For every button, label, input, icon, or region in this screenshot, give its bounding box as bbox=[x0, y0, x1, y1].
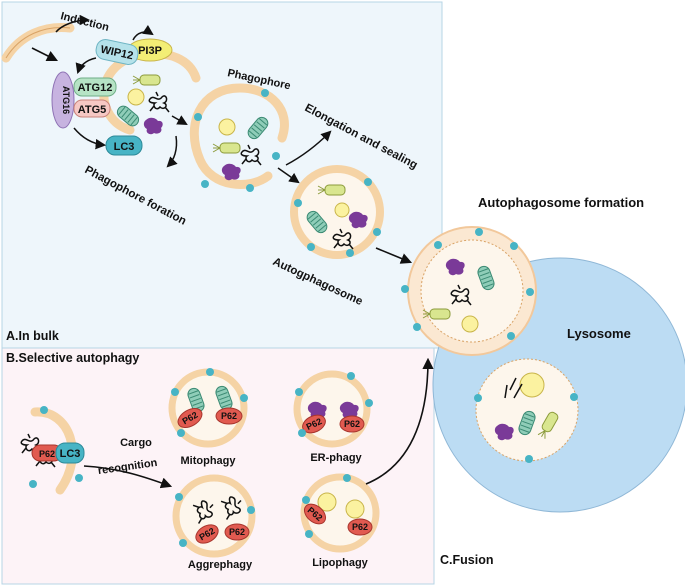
er-phagy-p62-label-2: P62 bbox=[344, 419, 360, 429]
aggrephagy-label: Aggrephagy bbox=[188, 559, 253, 571]
lysosome-label: Lysosome bbox=[567, 326, 631, 341]
lipophagy-p62-label-2: P62 bbox=[352, 522, 368, 532]
selective-lc3-badge bbox=[55, 442, 85, 464]
lc3-label: LC3 bbox=[114, 141, 135, 153]
atg12-label: ATG12 bbox=[78, 82, 113, 94]
selective-lc3-label: LC3 bbox=[60, 448, 81, 460]
wip12-badge bbox=[95, 39, 139, 65]
atg16-badge bbox=[51, 71, 75, 129]
lipophagy-label: Lipophagy bbox=[312, 557, 368, 569]
atg5-label: ATG5 bbox=[78, 104, 107, 116]
panel-fusion-label: C.Fusion bbox=[440, 553, 493, 567]
mitophagy-p62-label-2: P62 bbox=[221, 411, 237, 421]
atg16-label: ATG16 bbox=[61, 86, 71, 114]
autophagosome-formation-label: Autophagosome formation bbox=[478, 195, 644, 210]
cargo-recognition-label-1: Cargo bbox=[120, 437, 152, 449]
pi3p-label: PI3P bbox=[138, 45, 162, 57]
atg12-badge bbox=[73, 77, 117, 97]
p62-label: P62 bbox=[39, 449, 55, 459]
panel-selective-label: B.Selective autophagy bbox=[6, 351, 139, 365]
aggrephagy-p62-label-2: P62 bbox=[229, 527, 245, 537]
phagophore bbox=[189, 83, 289, 189]
atg5-badge bbox=[73, 99, 111, 118]
aggrephagy-vesicle bbox=[172, 474, 256, 558]
er-phagy-label: ER-phagy bbox=[310, 452, 362, 464]
panel-bulk-label: A.In bulk bbox=[6, 329, 59, 343]
panel-bulk bbox=[1, 1, 443, 349]
mitophagy-label: Mitophagy bbox=[181, 455, 237, 467]
